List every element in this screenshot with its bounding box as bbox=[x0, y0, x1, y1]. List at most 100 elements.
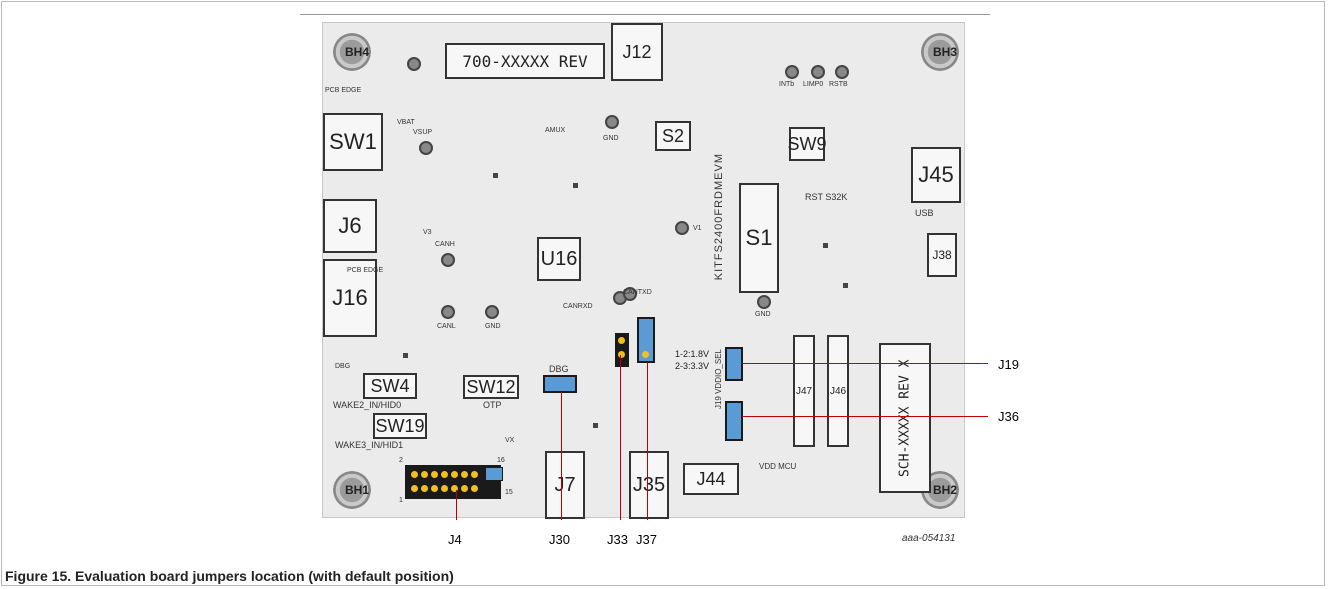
callout-j19: J19 bbox=[998, 357, 1019, 372]
mounting-hole-bh3 bbox=[921, 33, 959, 71]
callout-line-j36 bbox=[742, 416, 988, 417]
switch-sw9: SW9 bbox=[788, 127, 827, 161]
component-mark bbox=[843, 283, 848, 288]
pin bbox=[618, 337, 625, 344]
gnd-label-tp12: GND bbox=[603, 135, 619, 142]
amux-label: AMUX bbox=[545, 127, 566, 134]
figure-caption: Figure 15. Evaluation board jumpers loca… bbox=[5, 568, 454, 584]
mounting-hole-bh1 bbox=[333, 471, 371, 509]
pin bbox=[451, 471, 458, 478]
testpoint-tp17 bbox=[419, 141, 433, 155]
vsel-option-b: 2-3:3.3V bbox=[675, 361, 710, 371]
connector-j6: J6 bbox=[323, 199, 377, 253]
testpoint-tp12 bbox=[605, 115, 619, 129]
connector-j45: J45 bbox=[911, 147, 961, 203]
pin bbox=[411, 471, 418, 478]
pin bbox=[618, 351, 625, 358]
wake3-label: WAKE3_IN/HID1 bbox=[335, 440, 404, 450]
connector-j12: J12 bbox=[611, 23, 663, 81]
switch-sw1: SW1 bbox=[323, 113, 383, 171]
bh3-label: BH3 bbox=[933, 45, 958, 59]
board-name-label: KITFS2400FRDMEVM bbox=[713, 153, 725, 281]
vx-label: VX bbox=[505, 437, 515, 444]
j4-pin15-label: 15 bbox=[505, 489, 513, 496]
jumper-j36 bbox=[725, 401, 743, 441]
callout-line-j37 bbox=[647, 362, 648, 520]
j4-pin1-label: 1 bbox=[399, 497, 403, 504]
component-mark bbox=[573, 183, 578, 188]
switch-s1: S1 bbox=[739, 183, 779, 293]
jumper-j4-shunt bbox=[485, 467, 503, 481]
pin bbox=[471, 485, 478, 492]
callout-j37: J37 bbox=[636, 532, 657, 547]
bh4-label: BH4 bbox=[345, 45, 370, 59]
connector-j46: J46 bbox=[827, 335, 849, 447]
usb-label: USB bbox=[915, 208, 934, 218]
otp-label: OTP bbox=[483, 400, 502, 410]
j30-dbg-label: DBG bbox=[549, 364, 569, 374]
vsup-label: VSUP bbox=[413, 129, 433, 136]
gnd-label-tp9: GND bbox=[485, 323, 501, 330]
pin bbox=[471, 471, 478, 478]
vddio-sel-label: J19 VDDIO_SEL bbox=[714, 349, 723, 410]
vdd-mcu-label: VDD MCU bbox=[759, 462, 797, 471]
figure-top-rule bbox=[300, 14, 990, 15]
v1-label: V1 bbox=[693, 225, 702, 232]
jumper-j19 bbox=[725, 347, 743, 381]
connector-j7: J7 bbox=[545, 451, 585, 519]
testpoint-int bbox=[785, 65, 799, 79]
connector-j44: J44 bbox=[683, 463, 739, 495]
pcb-edge-label-j16: PCB EDGE bbox=[347, 267, 384, 274]
pin bbox=[461, 471, 468, 478]
testpoint-tp9 bbox=[485, 305, 499, 319]
pin bbox=[431, 471, 438, 478]
pin bbox=[441, 485, 448, 492]
vsel-option-a: 1-2:1.8V bbox=[675, 349, 710, 359]
ic-u16: U16 bbox=[537, 237, 581, 281]
callout-line-j33 bbox=[620, 355, 621, 520]
j4-pin2-label: 2 bbox=[399, 457, 403, 464]
bh2-label: BH2 bbox=[933, 483, 958, 497]
schematic-label: SCH-XXXXX REV X bbox=[879, 343, 931, 493]
jumper-j37 bbox=[637, 317, 655, 363]
canrxd-label: CANRXD bbox=[563, 303, 593, 310]
limp0-label: LIMP0 bbox=[803, 81, 824, 88]
mounting-hole-bh4 bbox=[333, 33, 371, 71]
evaluation-board: BH4 BH3 BH1 BH2 700-XXXXX REV J12 SW1 PC… bbox=[322, 22, 965, 519]
pin bbox=[461, 485, 468, 492]
connector-j16: J16 bbox=[323, 259, 377, 337]
testpoint-tp21 bbox=[757, 295, 771, 309]
component-mark bbox=[823, 243, 828, 248]
callout-j30: J30 bbox=[549, 532, 570, 547]
rstb-label: RSTB bbox=[829, 81, 848, 88]
wake2-label: WAKE2_IN/HID0 bbox=[333, 400, 402, 410]
connector-j35: J35 bbox=[629, 451, 669, 519]
dbg-label: DBG bbox=[335, 363, 351, 370]
pin bbox=[411, 485, 418, 492]
testpoint-rst bbox=[835, 65, 849, 79]
connector-j47: J47 bbox=[793, 335, 815, 447]
testpoint-limp bbox=[811, 65, 825, 79]
switch-sw12: SW12 bbox=[463, 375, 519, 399]
pin bbox=[642, 351, 649, 358]
component-mark bbox=[403, 353, 408, 358]
pin bbox=[421, 485, 428, 492]
pin bbox=[451, 485, 458, 492]
testpoint-tp3 bbox=[441, 305, 455, 319]
part-number-label: 700-XXXXX REV bbox=[445, 43, 605, 79]
canh-label: CANH bbox=[435, 241, 455, 248]
pin bbox=[421, 471, 428, 478]
int-b-label: INTb bbox=[779, 81, 795, 88]
callout-line-j4 bbox=[456, 490, 457, 520]
pin bbox=[431, 485, 438, 492]
canl-label: CANL bbox=[437, 323, 456, 330]
testpoint-tp23 bbox=[623, 287, 637, 301]
callout-j36: J36 bbox=[998, 409, 1019, 424]
vbat-label: VBAT bbox=[397, 119, 415, 126]
callout-j33: J33 bbox=[607, 532, 628, 547]
callout-line-j30 bbox=[561, 392, 562, 520]
figure-reference-id: aaa-054131 bbox=[902, 533, 956, 544]
gnd-label-tp21: GND bbox=[755, 311, 771, 318]
testpoint-tp4 bbox=[675, 221, 689, 235]
